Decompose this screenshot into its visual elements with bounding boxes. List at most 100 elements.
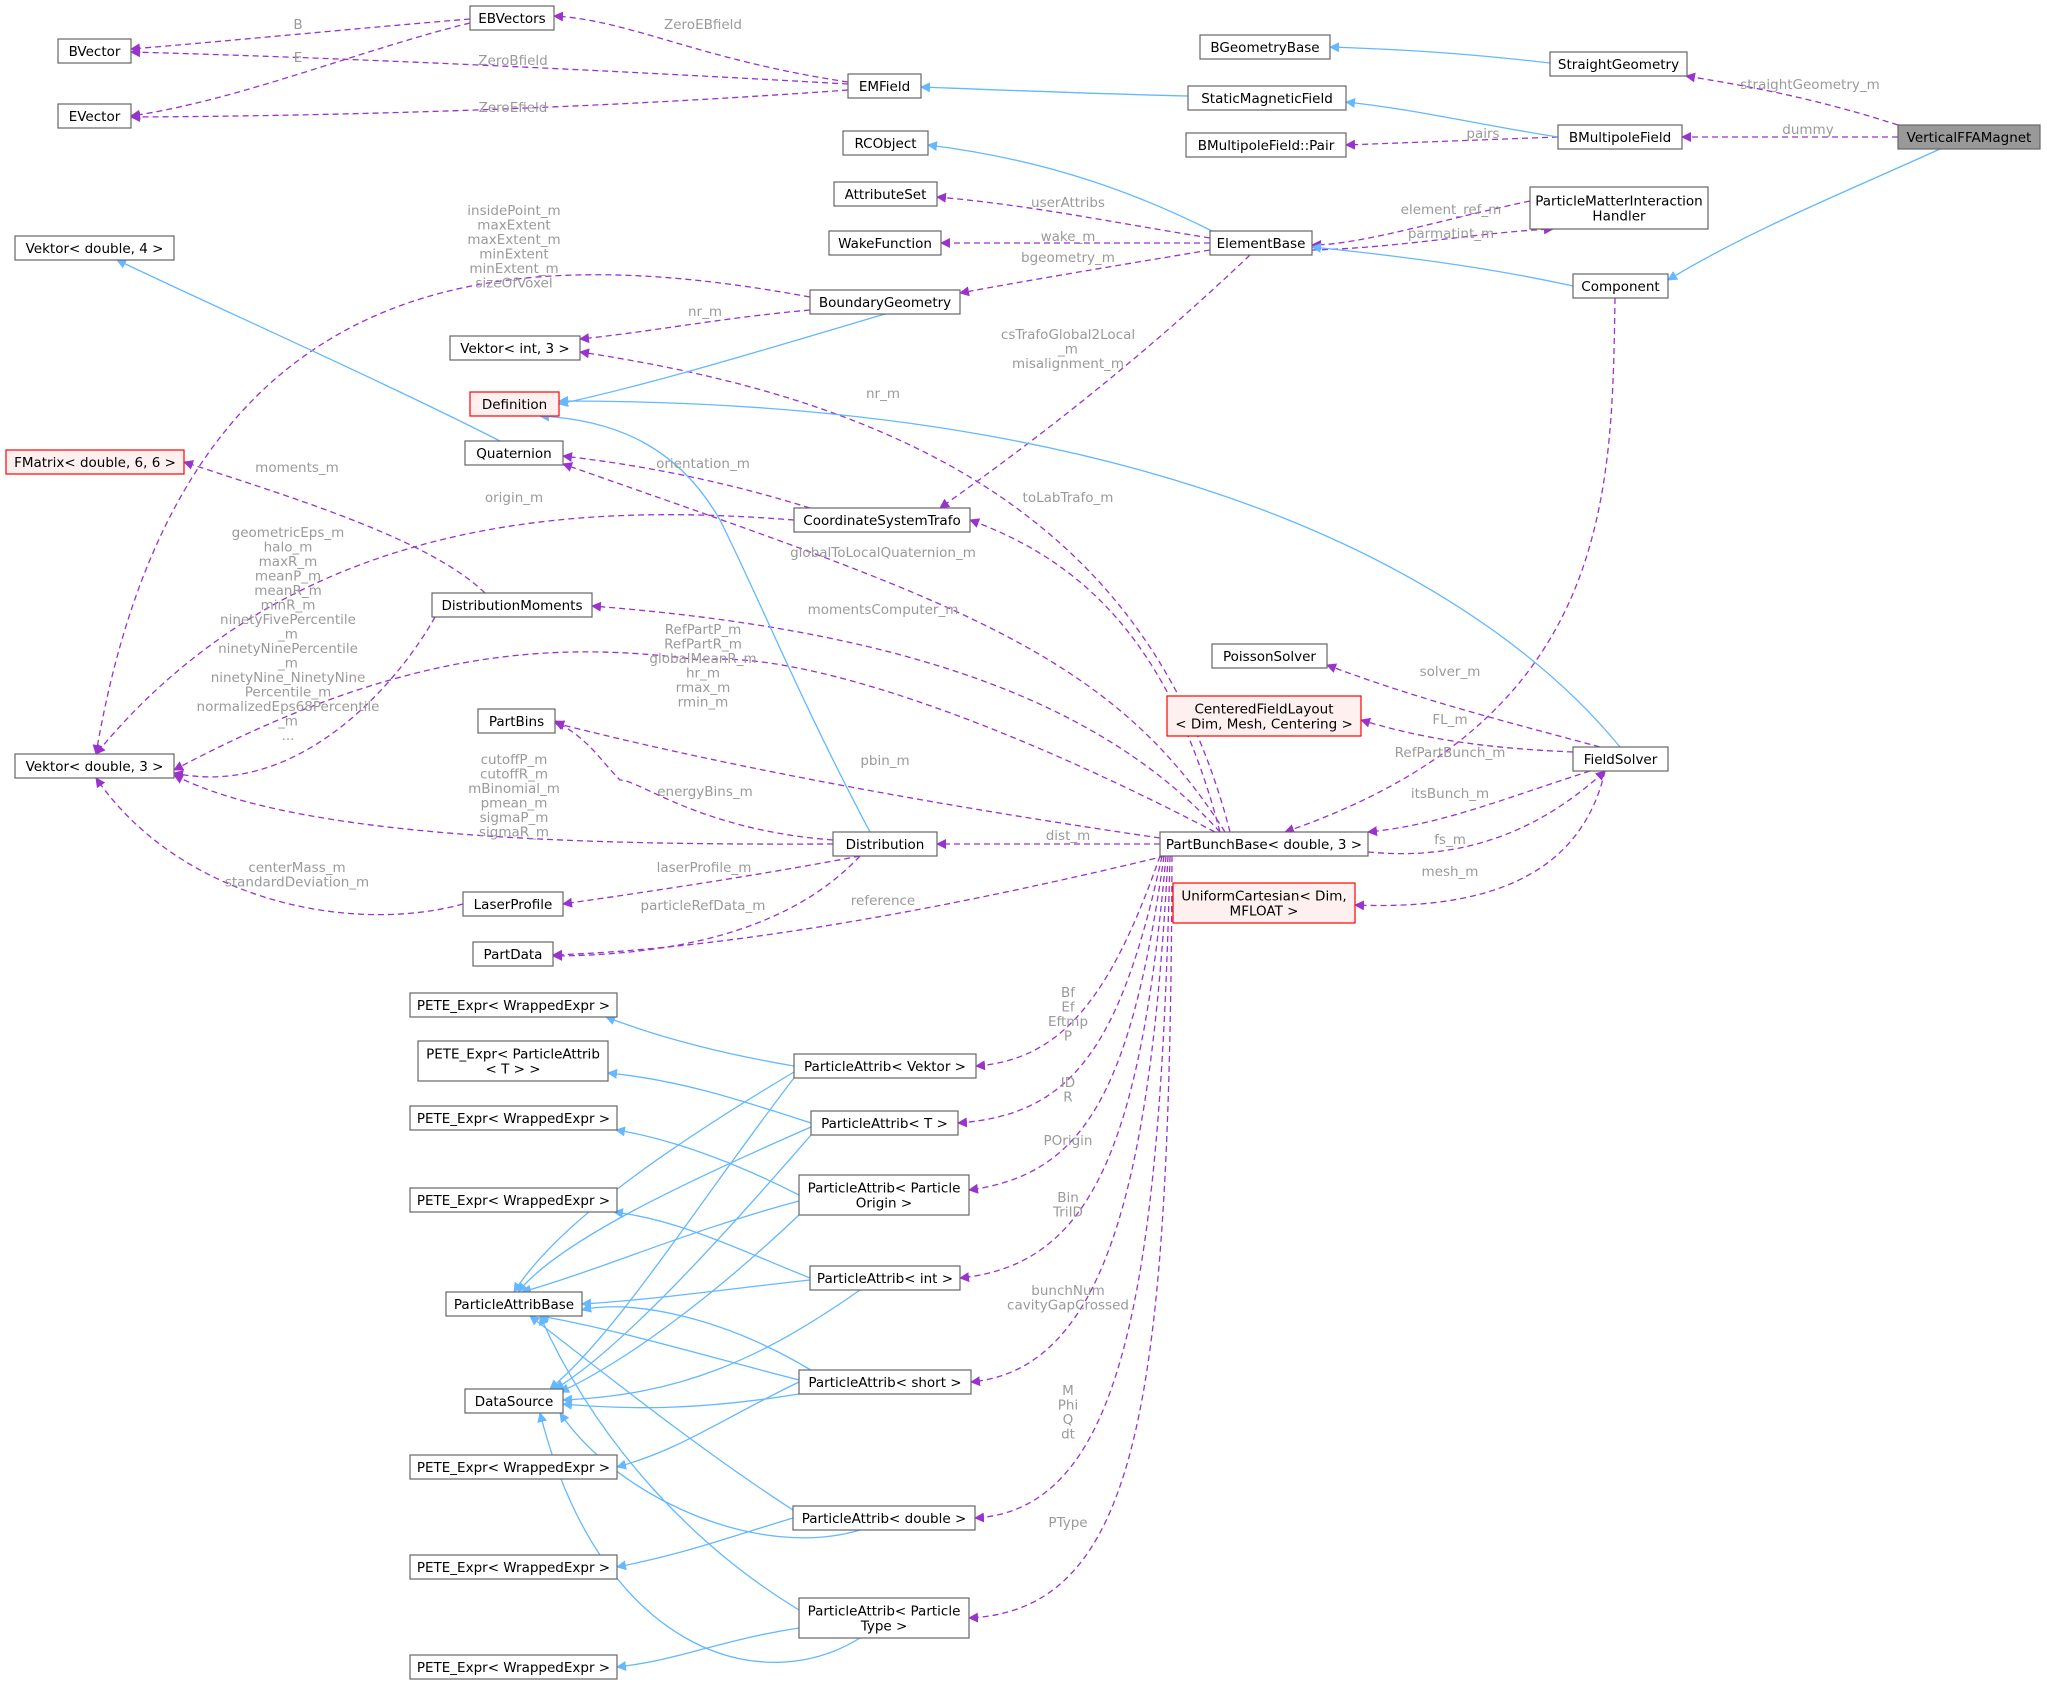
edge-label-line: dummy [1782,122,1833,138]
class-node-pete_wrapped_3[interactable]: PETE_Expr< WrappedExpr > [409,1187,618,1213]
edge-label-line: userAttribs [1031,195,1105,211]
class-node-definition[interactable]: Definition [469,391,560,417]
class-node-bgeometrybase[interactable]: BGeometryBase [1199,34,1331,60]
edge-label-line: meanP_m [255,569,321,585]
class-node-quaternion[interactable]: Quaternion [464,440,564,466]
class-node-ebvectors[interactable]: EBVectors [469,5,555,31]
class-node-label: CoordinateSystemTrafo [803,513,960,529]
usage-edge-8 [936,192,1211,239]
class-node-label-line: BGeometryBase [1210,40,1319,56]
edge-label-line: parmatint_m [1408,226,1494,242]
class-node-pa_int[interactable]: ParticleAttrib< int > [809,1265,961,1291]
class-node-vektor_d3[interactable]: Vektor< double, 3 > [14,753,175,779]
class-node-pete_wrapped_4[interactable]: PETE_Expr< WrappedExpr > [409,1454,618,1480]
class-node-distmoments[interactable]: DistributionMoments [431,592,593,618]
inheritance-edge-66 [581,1279,811,1309]
class-node-coordsystrafo[interactable]: CoordinateSystemTrafo [793,507,971,533]
class-node-label: BMultipoleField [1569,130,1671,146]
class-node-centeredfieldlayout[interactable]: CenteredFieldLayout< Dim, Mesh, Centerin… [1166,695,1362,737]
class-node-pete_wrapped_6[interactable]: PETE_Expr< WrappedExpr > [409,1654,618,1680]
class-node-box [1185,132,1347,158]
class-node-particleattribbase[interactable]: ParticleAttribBase [445,1291,583,1317]
usage-edge-38 [552,855,861,961]
class-node-uniformcartesian[interactable]: UniformCartesian< Dim,MFLOAT > [1172,882,1356,924]
class-node-partbunchbase[interactable]: PartBunchBase< double, 3 > [1159,831,1369,857]
class-node-datasource[interactable]: DataSource [464,1388,564,1414]
edge-label-line: M [1062,1383,1074,1399]
edge-label-userattribs: userAttribs [1031,195,1105,211]
class-node-pete_wrapped_5[interactable]: PETE_Expr< WrappedExpr > [409,1554,618,1580]
usage-edge-33 [1367,770,1606,855]
class-node-label: BoundaryGeometry [819,295,951,311]
class-node-wakefunction[interactable]: WakeFunction [828,230,942,256]
inheritance-edge-73 [562,1289,861,1405]
class-node-label-line: FieldSolver [1584,752,1658,768]
edge-label-pairs: pairs [1466,126,1499,142]
class-node-poissonsolver[interactable]: PoissonSolver [1211,643,1328,669]
class-node-label-line: PoissonSolver [1223,649,1316,665]
class-node-pete_wrapped_2[interactable]: PETE_Expr< WrappedExpr > [409,1105,618,1131]
edge-label-line: Bf [1061,985,1076,1001]
class-node-distribution[interactable]: Distribution [832,831,938,857]
class-node-verticalffamagnet[interactable]: VerticalFFAMagnet [1897,124,2041,150]
inheritance-edge-58 [615,1126,800,1196]
class-node-pa_vektor[interactable]: ParticleAttrib< Vektor > [793,1053,977,1079]
class-node-box [1187,85,1347,111]
edge-label-line: solver_m [1420,664,1481,680]
class-node-fieldsolver[interactable]: FieldSolver [1572,746,1669,772]
class-node-component[interactable]: Component [1572,273,1669,299]
class-node-label-line: PETE_Expr< WrappedExpr > [417,1660,610,1676]
edge-label-nr-bg: nr_m [688,304,722,320]
edge-label-refpartbunch: RefPartBunch_m [1395,745,1506,761]
edge-label-zerobfield: ZeroBfield [478,53,547,69]
class-node-box [409,992,618,1018]
class-node-pa_double[interactable]: ParticleAttrib< double > [792,1505,976,1531]
class-node-laserprofile[interactable]: LaserProfile [462,891,564,917]
class-node-bvector[interactable]: BVector [57,38,132,64]
class-node-pa_short[interactable]: ParticleAttrib< short > [798,1369,972,1395]
class-node-staticmagneticfield[interactable]: StaticMagneticField [1187,85,1347,111]
class-node-label-line: PartBunchBase< double, 3 > [1166,837,1362,853]
edge-label-wake: wake_m [1041,229,1096,245]
class-node-boundarygeometry[interactable]: BoundaryGeometry [809,289,961,315]
class-node-label-line: PETE_Expr< WrappedExpr > [417,1560,610,1576]
class-node-box [1897,124,2041,150]
inheritance-edge-59 [613,1208,811,1279]
class-node-bmultipolepair[interactable]: BMultipoleField::Pair [1185,132,1347,158]
class-node-label-line: ParticleMatterInteraction [1535,194,1702,210]
class-node-box [409,1187,618,1213]
class-node-pa_t[interactable]: ParticleAttrib< T > [810,1110,959,1136]
class-node-vektor_d4[interactable]: Vektor< double, 4 > [14,235,175,261]
class-node-partdata[interactable]: PartData [472,941,554,967]
edge-label-e: E [294,50,303,66]
class-node-label-line: ParticleAttrib< Vektor > [804,1059,966,1075]
class-node-vektor_i3[interactable]: Vektor< int, 3 > [449,335,581,361]
inheritance-edge-52 [558,313,886,408]
class-node-emfield[interactable]: EMField [847,73,922,99]
class-node-partbins[interactable]: PartBins [477,708,556,734]
class-node-evector[interactable]: EVector [57,103,132,129]
edge-label-line: B [293,17,302,33]
class-node-rcobject[interactable]: RCObject [842,130,929,156]
edge-label-origin: origin_m [485,490,543,506]
class-node-label-line: LaserProfile [474,897,553,913]
edge-label-line: wake_m [1041,229,1096,245]
class-node-straightgeometry[interactable]: StraightGeometry [1549,51,1688,77]
class-node-pete_wrapped_1[interactable]: PETE_Expr< WrappedExpr > [409,992,618,1018]
class-node-bmultipolefield[interactable]: BMultipoleField [1557,124,1683,150]
class-node-fmatrix[interactable]: FMatrix< double, 6, 6 > [5,449,185,475]
class-node-attributeset[interactable]: AttributeSet [833,181,938,207]
usage-edge-40 [957,855,1163,1128]
edge-label-solver: solver_m [1420,664,1481,680]
class-node-elementbase[interactable]: ElementBase [1209,230,1313,256]
class-node-box [792,1505,976,1531]
class-node-pete_particleattrib[interactable]: PETE_Expr< ParticleAttrib< T > > [417,1040,609,1082]
class-node-box [810,1110,959,1136]
edge-label-line: normalizedEps68Percentile [197,699,380,715]
